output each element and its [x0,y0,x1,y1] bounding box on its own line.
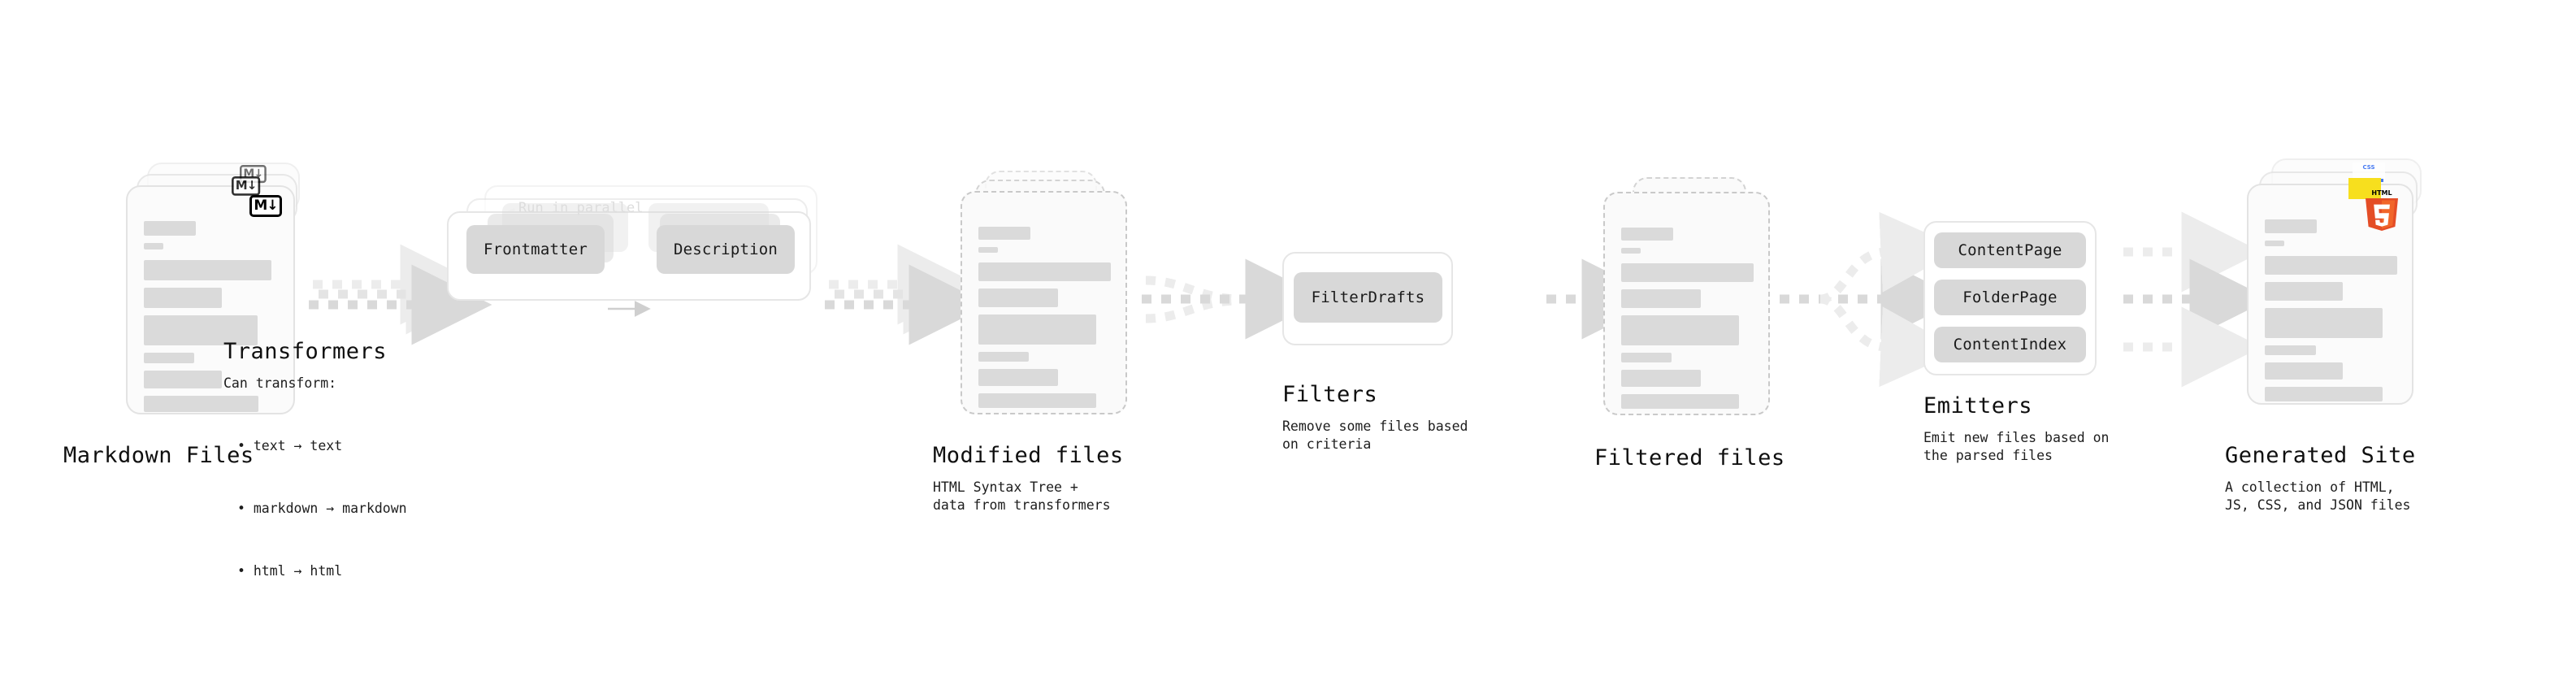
folder-page-label: FolderPage [1962,288,2058,306]
stage-emitters: ContentPage FolderPage ContentIndex Emit… [1923,221,2110,463]
content-page-pill[interactable]: ContentPage [1934,232,2086,268]
frontmatter-label: Frontmatter [483,241,588,258]
generated-site-content [2265,219,2397,409]
stage-title-modified-files: Modified files [933,443,1124,468]
markdown-file-content [144,221,277,419]
stage-transformers: Frontmatter Description Run in parallel … [223,185,829,579]
markdown-icon-back-1: M↓ [232,176,261,196]
emitters-group: ContentPage FolderPage ContentIndex [1923,221,2110,384]
stage-title-markdown-files: Markdown Files [63,443,254,468]
markdown-icon: M↓ [249,195,282,217]
transformers-group-stack: Frontmatter Description [447,185,829,301]
content-index-pill[interactable]: ContentIndex [1934,327,2086,362]
stage-title-generated-site: Generated Site [2225,443,2416,468]
css-icon-label: CSS [2362,164,2375,171]
stage-markdown-files: M↓ M↓ M↓ Markdown Files [63,163,313,468]
modified-files-subtitle: HTML Syntax Tree + data from transformer… [933,479,1111,513]
filtered-file-front [1603,192,1770,415]
modified-file-content [978,227,1111,415]
filter-drafts-label: FilterDrafts [1311,288,1425,306]
description-label: Description [673,241,778,258]
filter-drafts-pill[interactable]: FilterDrafts [1294,272,1442,323]
transformers-bullet-1: • text → text [237,438,343,454]
stage-title-emitters: Emitters [1923,393,2033,419]
modified-file-stack [961,163,1147,414]
svg-text:HTML: HTML [2371,189,2392,197]
emitters-subtitle: Emit new files based on the parsed files [1923,430,2110,463]
run-in-parallel-label: Run in parallel [518,200,644,216]
frontmatter-pill[interactable]: Frontmatter [466,225,605,274]
stage-title-filters: Filters [1282,382,1378,407]
transformers-subtitle: Can transform: [223,375,337,391]
transformers-bullets: • text → text • markdown → markdown • ht… [237,394,407,622]
stage-filters: FilterDrafts Filters Remove some files b… [1282,252,1468,452]
filters-group: FilterDrafts [1282,252,1461,349]
arrow-markdown-to-transformers [309,244,492,345]
generated-site-stack: CSS HTML [2247,158,2442,410]
markdown-file-stack: M↓ M↓ M↓ [126,163,313,414]
content-page-label: ContentPage [1958,241,2062,259]
stage-title-transformers: Transformers [223,339,388,364]
stage-generated-site: CSS HTML Generated Site A collection of … [2225,158,2442,513]
js-icon [2348,178,2381,199]
stage-title-filtered-files: Filtered files [1594,445,1785,471]
filtered-file-content [1621,228,1754,416]
arrow-transformers-to-modified [825,244,990,345]
description-pill[interactable]: Description [657,225,795,274]
transformers-bullet-3: • html → html [237,562,343,579]
modified-file-front [961,191,1127,414]
arrow-filtered-to-emitters [1780,211,1962,388]
html5-icon-svg: HTML [2366,189,2398,231]
folder-page-pill[interactable]: FolderPage [1934,280,2086,315]
transformers-bullet-2: • markdown → markdown [237,500,407,516]
arrow-modified-to-filters [1142,258,1326,340]
arrow-emitters-to-site [2123,211,2270,388]
content-index-label: ContentIndex [1953,336,2067,354]
html5-icon: HTML [2361,188,2403,232]
filtered-file-stack [1603,177,1790,421]
stage-modified-files: Modified files HTML Syntax Tree + data f… [933,163,1147,513]
markdown-file-front [126,185,295,414]
generated-site-subtitle: A collection of HTML, JS, CSS, and JSON … [2225,479,2411,513]
filters-subtitle: Remove some files based on criteria [1282,419,1468,452]
stage-filtered-files: Filtered files [1594,177,1790,471]
